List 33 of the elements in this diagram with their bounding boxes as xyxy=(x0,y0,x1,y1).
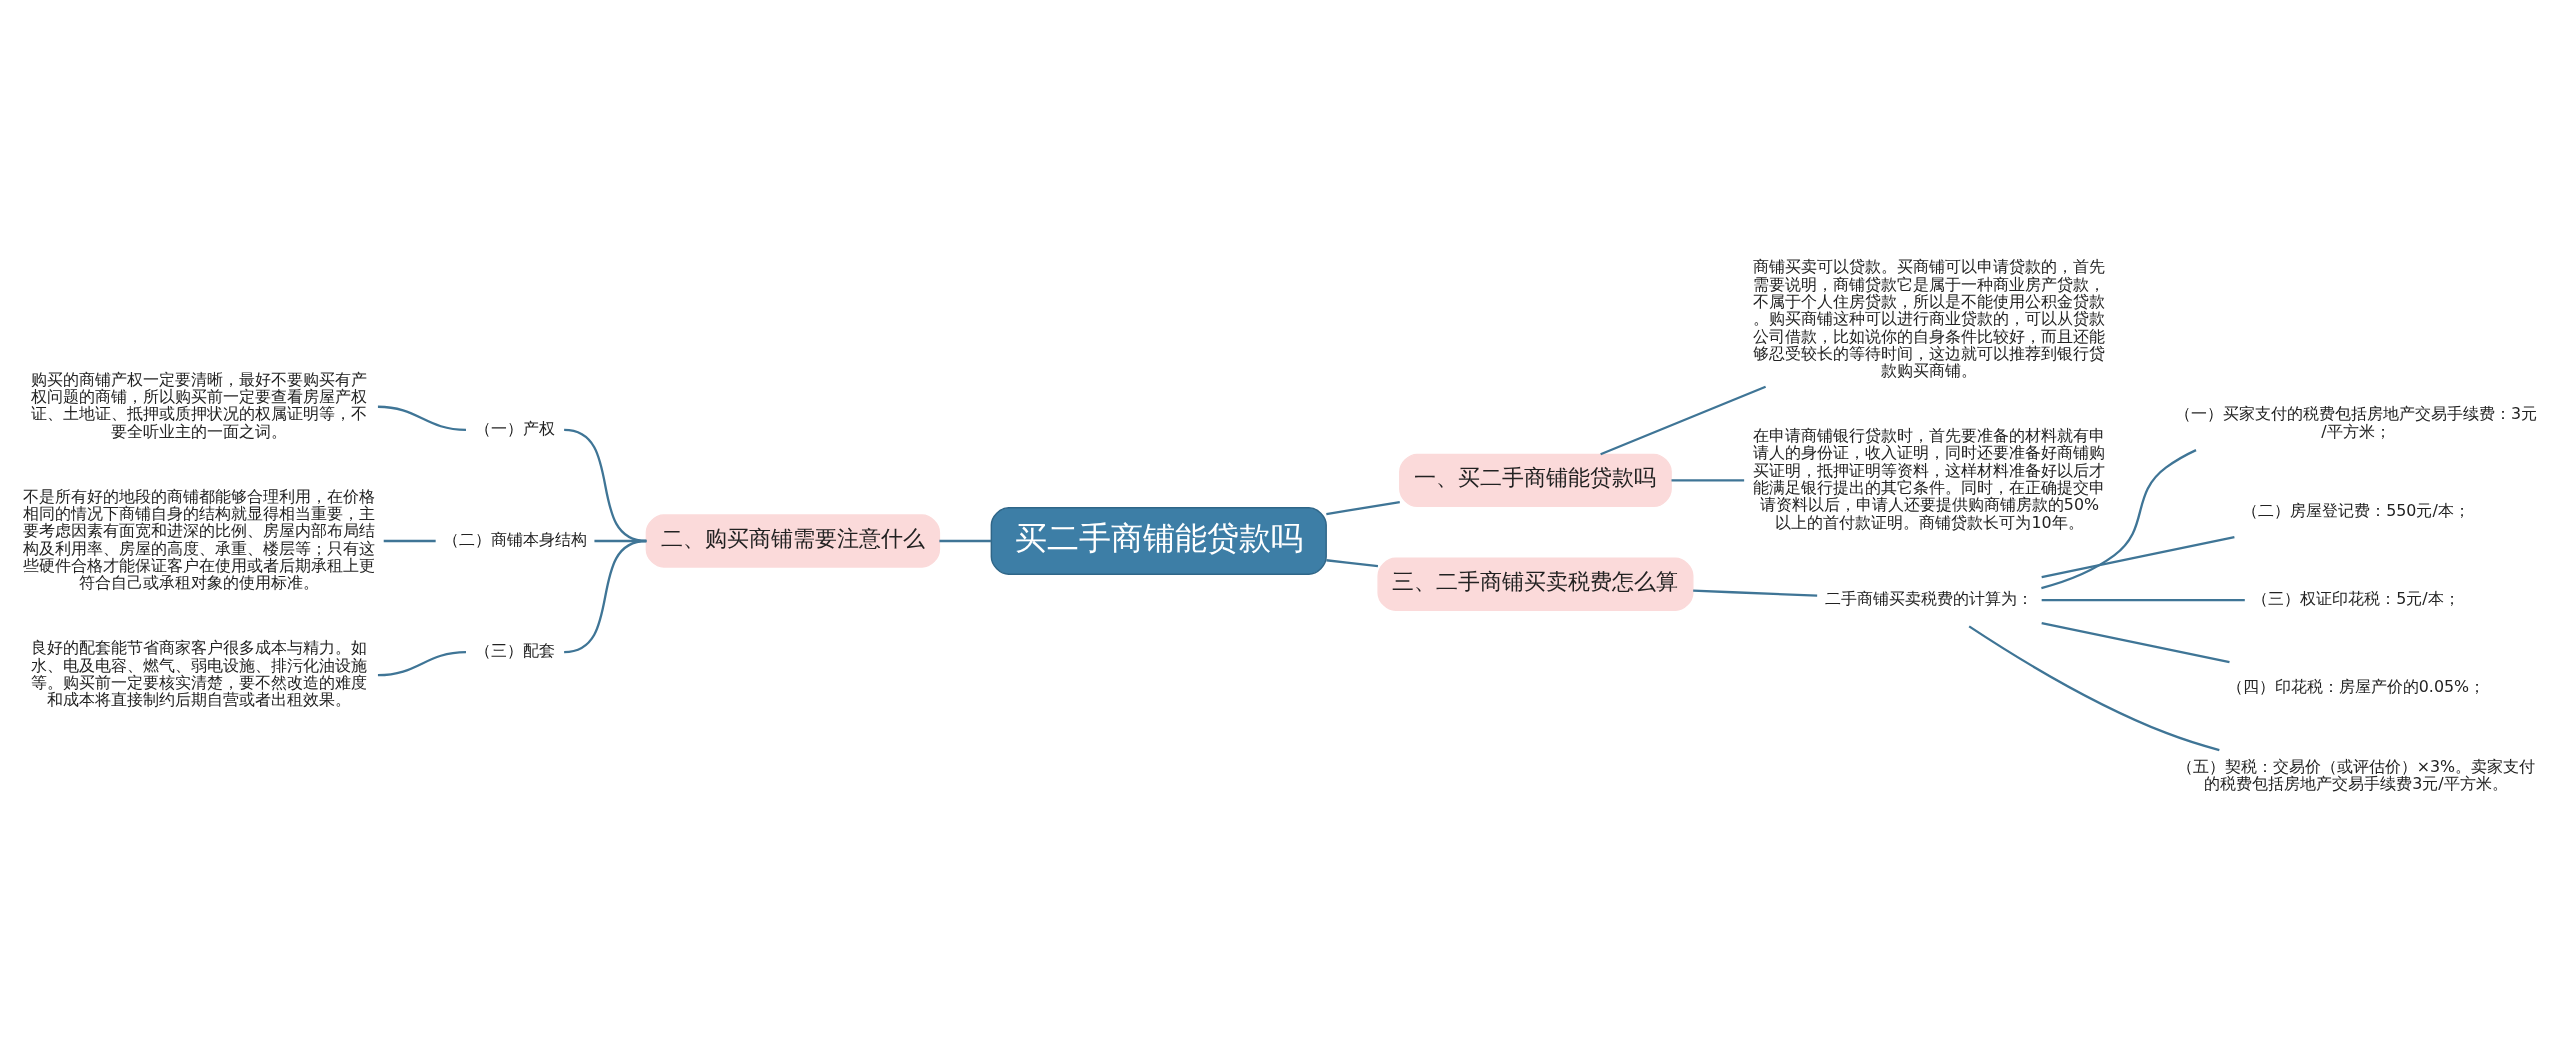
connector xyxy=(1693,588,1818,597)
node-text: （二）商铺本身结构 xyxy=(443,529,588,549)
node-text: （五）契税：交易价（或评估价）×3%。卖家支付的税费包括房地产交易手续费3元/平方米。 xyxy=(2176,756,2536,793)
node-text: （一）产权 xyxy=(475,418,556,438)
connector xyxy=(377,405,467,431)
node-box: 一、买二手商铺能贷款吗 xyxy=(1399,453,1672,507)
node-text: （三）权证印花税：5元/本； xyxy=(2252,588,2460,608)
node-text: 购买的商铺产权一定要清晰，最好不要购买有产权问题的商铺，所以购买前一定要查看房屋产权证、土地证、抵押或质押状况的权属证明等，不要全听业主的一面之词。 xyxy=(30,369,367,441)
node-text: （二）房屋登记费：550元/本； xyxy=(2242,500,2470,520)
connector xyxy=(383,539,436,542)
node-text: （四）印花税：房屋产价的0.05%； xyxy=(2226,676,2486,696)
node-text: 商铺买卖可以贷款。买商铺可以申请贷款的，首先需要说明，商铺贷款它是属于一种商业房产贷款，不属于个人住房贷款，所以是不能使用公积金贷款。购买商铺这种可以进行商业贷款的，可以从贷款公司借款，比如说你的自身条件比较好，而且还能够忍受较长的等待时间，这边就可以推荐到银行贷款购买商铺。 xyxy=(1753,256,2106,380)
node-box: 买二手商铺能贷款吗 xyxy=(990,506,1327,575)
connector xyxy=(2041,598,2245,601)
connector xyxy=(1600,385,1767,455)
connector xyxy=(1326,558,1379,567)
node-text: 在申请商铺银行贷款时，首先要准备的材料就有申请人的身份证，收入证明，同时还要准备好商铺购买证明，抵押证明等资料，这样材料准备好以后才能满足银行提出的其它条件。同时，在正确提交申请资料以后，申请人还要提供购商铺房款的50%以上的首付款证明。商铺贷款长可为10年。 xyxy=(1753,425,2106,532)
connector xyxy=(1671,478,1745,482)
connector xyxy=(377,650,467,676)
connector xyxy=(2041,535,2235,578)
connector xyxy=(2041,621,2230,663)
connector xyxy=(1326,500,1400,515)
node-text: 二手商铺买卖税费的计算为： xyxy=(1825,588,2034,608)
connector xyxy=(563,539,647,653)
node-text: 良好的配套能节省商家客户很多成本与精力。如水、电及电容、燃气、弱电设施、排污化油设施等。购买前一定要核实清楚，要不然改造的难度和成本将直接制约后期自营或者出租效果。 xyxy=(30,637,367,709)
connector xyxy=(939,539,992,542)
node-box: 二、购买商铺需要注意什么 xyxy=(645,513,941,568)
node-box: 三、二手商铺买卖税费怎么算 xyxy=(1377,557,1694,611)
node-text: 不是所有好的地段的商铺都能够合理利用，在价格相同的情况下商铺自身的结构就显得相当重要，主要考虑因素有面宽和进深的比例、房屋内部布局结构及利用率、房屋的高度、承重、楼层等；只有这些硬件合格才能保证客户在使用或者后期承租上更符合自己或承租对象的使用标准。 xyxy=(22,486,375,592)
connector xyxy=(2041,448,2197,589)
connector xyxy=(1968,624,2220,751)
node-text: （三）配套 xyxy=(475,640,556,660)
node-text: （一）买家支付的税费包括房地产交易手续费：3元/平方米； xyxy=(2174,403,2538,441)
